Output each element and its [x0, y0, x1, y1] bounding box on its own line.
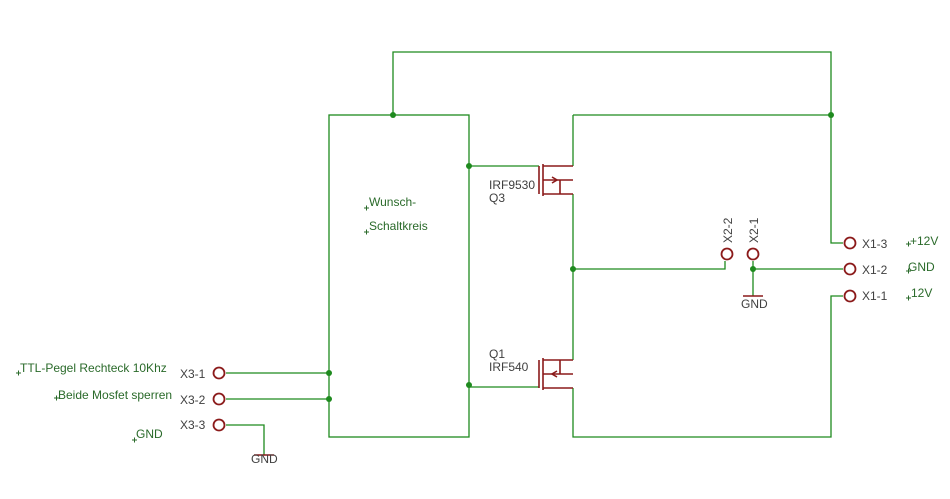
x1-3-net-label: +12V — [910, 234, 938, 248]
wire-x1-2-gnd — [752, 261, 843, 296]
mosfet-q3-symbol — [538, 164, 573, 196]
wire-feedback-top — [392, 51, 832, 115]
junction-dot — [750, 266, 756, 272]
wire-x3-3-gnd — [226, 424, 265, 455]
block-label-line1: Wunsch- — [369, 195, 416, 209]
x3-ground-label: GND — [251, 452, 278, 466]
mosfet-q1-part-number: IRF540 — [489, 360, 529, 374]
x2-1-pad — [746, 247, 760, 261]
block-label-line2: Schaltkreis — [369, 219, 428, 233]
x1-2-pad — [843, 262, 857, 276]
x3-3-label: X3-3 — [180, 418, 206, 432]
x3-1-net-label: TTL-Pegel Rechteck 10Khz — [20, 361, 167, 375]
x1-2-net-label: GND — [908, 260, 935, 274]
junction-dot — [570, 266, 576, 272]
wire-output-node — [573, 261, 726, 270]
label-origin-mark — [364, 205, 369, 235]
wire-supply-rail — [573, 114, 843, 244]
x2-ground-label: GND — [741, 297, 768, 311]
custom-circuit-block — [328, 114, 470, 438]
x2-2-label: X2-2 — [721, 217, 735, 243]
mosfet-q1-symbol — [538, 358, 573, 390]
label-origin-mark — [16, 370, 137, 443]
x1-1-pad — [843, 289, 857, 303]
x3-3-pad — [212, 418, 226, 432]
label-origin-mark — [906, 241, 911, 301]
x3-1-pad — [212, 366, 226, 380]
x1-2-label: X1-2 — [862, 263, 888, 277]
wires — [226, 51, 843, 455]
x1-3-pad — [843, 236, 857, 250]
x3-2-label: X3-2 — [180, 393, 206, 407]
x1-1-label: X1-1 — [862, 289, 888, 303]
x3-2-pad — [212, 392, 226, 406]
x1-1-net-label: 12V — [911, 286, 932, 300]
x2-2-pad — [720, 247, 734, 261]
mosfet-q1-name: Q1 — [489, 347, 505, 361]
x3-1-label: X3-1 — [180, 367, 206, 381]
x2-1-label: X2-1 — [747, 217, 761, 243]
mosfet-q3-name: Q3 — [489, 191, 505, 205]
mosfet-q3-part-number: IRF9530 — [489, 178, 535, 192]
wire-lower-source — [572, 295, 843, 438]
x3-3-net-label: GND — [136, 427, 163, 441]
x1-3-label: X1-3 — [862, 237, 888, 251]
x3-2-net-label: Beide Mosfet sperren — [58, 388, 172, 402]
junction-dot — [828, 112, 834, 118]
